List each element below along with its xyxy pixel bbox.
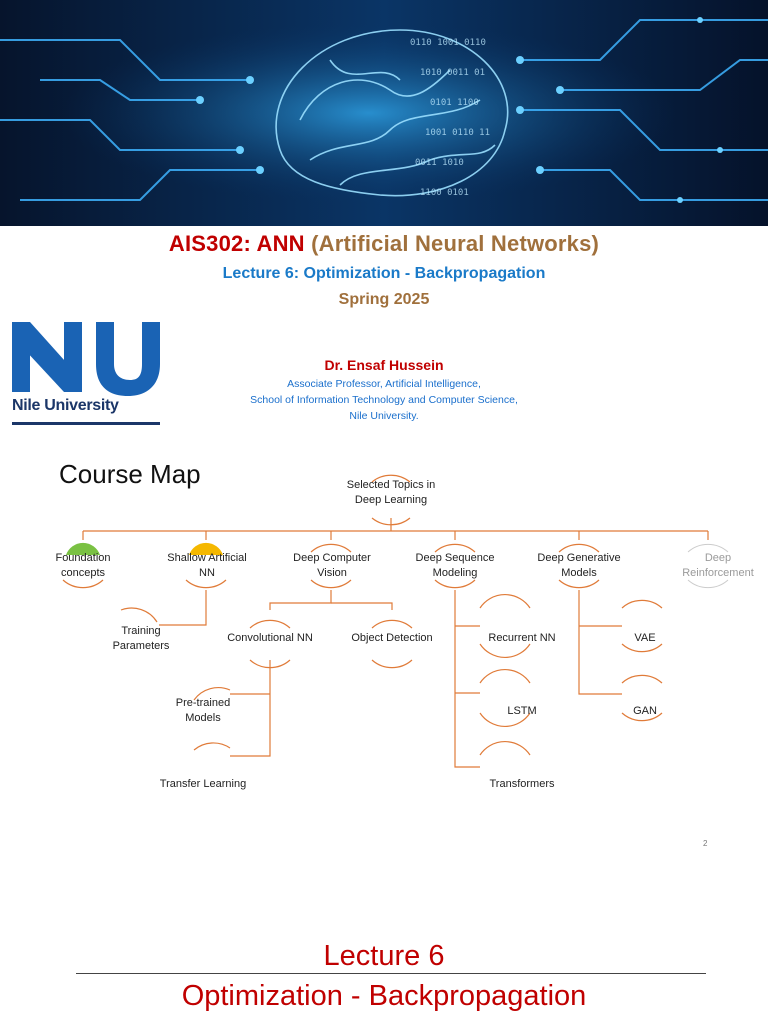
brain-circuit-banner: 0110 1001 0110 1010 0011 01 0101 1100 10… (0, 0, 768, 226)
map-leaf-cnn: Convolutional NN (227, 632, 313, 644)
map-branch-sequence: Deep Sequence Modeling (415, 552, 495, 579)
title-divider (76, 973, 706, 974)
shallow-current-badge (189, 542, 223, 555)
map-branch-shallow-nn: Shallow Artificial NN (167, 552, 247, 579)
slide-number: 2 (703, 839, 708, 848)
course-full-name: (Artificial Neural Networks) (311, 231, 600, 256)
nile-university-logo (12, 322, 160, 425)
course-map-title: Course Map (59, 459, 201, 489)
map-branch-reinforcement: Deep Reinforcement (682, 552, 754, 579)
logo-text: Nile University (12, 397, 119, 414)
map-root: Selected Topics in Deep Learning (346, 479, 436, 506)
lecture-subtitle: Lecture 6: Optimization - Backpropagatio… (222, 265, 546, 282)
map-leaf-training: Training Parameters (112, 625, 170, 652)
map-leaf-lstm: LSTM (507, 705, 537, 717)
course-map-diagram (62, 474, 729, 768)
map-leaf-rnn: Recurrent NN (488, 632, 556, 644)
instructor-school: School of Information Technology and Com… (250, 394, 518, 406)
next-slide-lecture: Lecture 6 (323, 940, 445, 972)
svg-text:1001 0110 11: 1001 0110 11 (425, 128, 490, 138)
course-title: AIS302: ANN (Artificial Neural Networks) (0, 231, 768, 257)
map-branch-foundation: Foundation concepts (55, 552, 111, 579)
course-code: AIS302: ANN (168, 231, 305, 256)
map-leaf-transformers: Transformers (489, 778, 555, 790)
map-branch-generative: Deep Generative Models (537, 552, 621, 579)
svg-text:0110 1001 0110: 0110 1001 0110 (410, 38, 486, 48)
training-connector (159, 590, 207, 626)
map-leaf-vae: VAE (634, 632, 656, 644)
map-branch-computer-vision: Deep Computer Vision (293, 552, 371, 579)
term: Spring 2025 (338, 291, 430, 308)
map-leaf-gan: GAN (633, 705, 657, 717)
instructor-name: Dr. Ensaf Hussein (324, 357, 444, 373)
map-leaf-object-detection: Object Detection (351, 632, 433, 644)
svg-text:1010 0011 01: 1010 0011 01 (420, 68, 485, 78)
next-slide-title: Optimization - Backpropagation (181, 980, 587, 1012)
instructor-title: Associate Professor, Artificial Intellig… (287, 378, 481, 390)
svg-text:0101 1100: 0101 1100 (430, 98, 479, 108)
instructor-university: Nile University. (349, 410, 419, 422)
map-leaf-transfer: Transfer Learning (159, 778, 247, 790)
svg-text:0011 1010: 0011 1010 (415, 158, 464, 168)
foundation-done-badge (66, 542, 100, 555)
map-leaf-pretrained: Pre-trained Models (175, 697, 231, 724)
svg-text:1100 0101: 1100 0101 (420, 188, 469, 198)
